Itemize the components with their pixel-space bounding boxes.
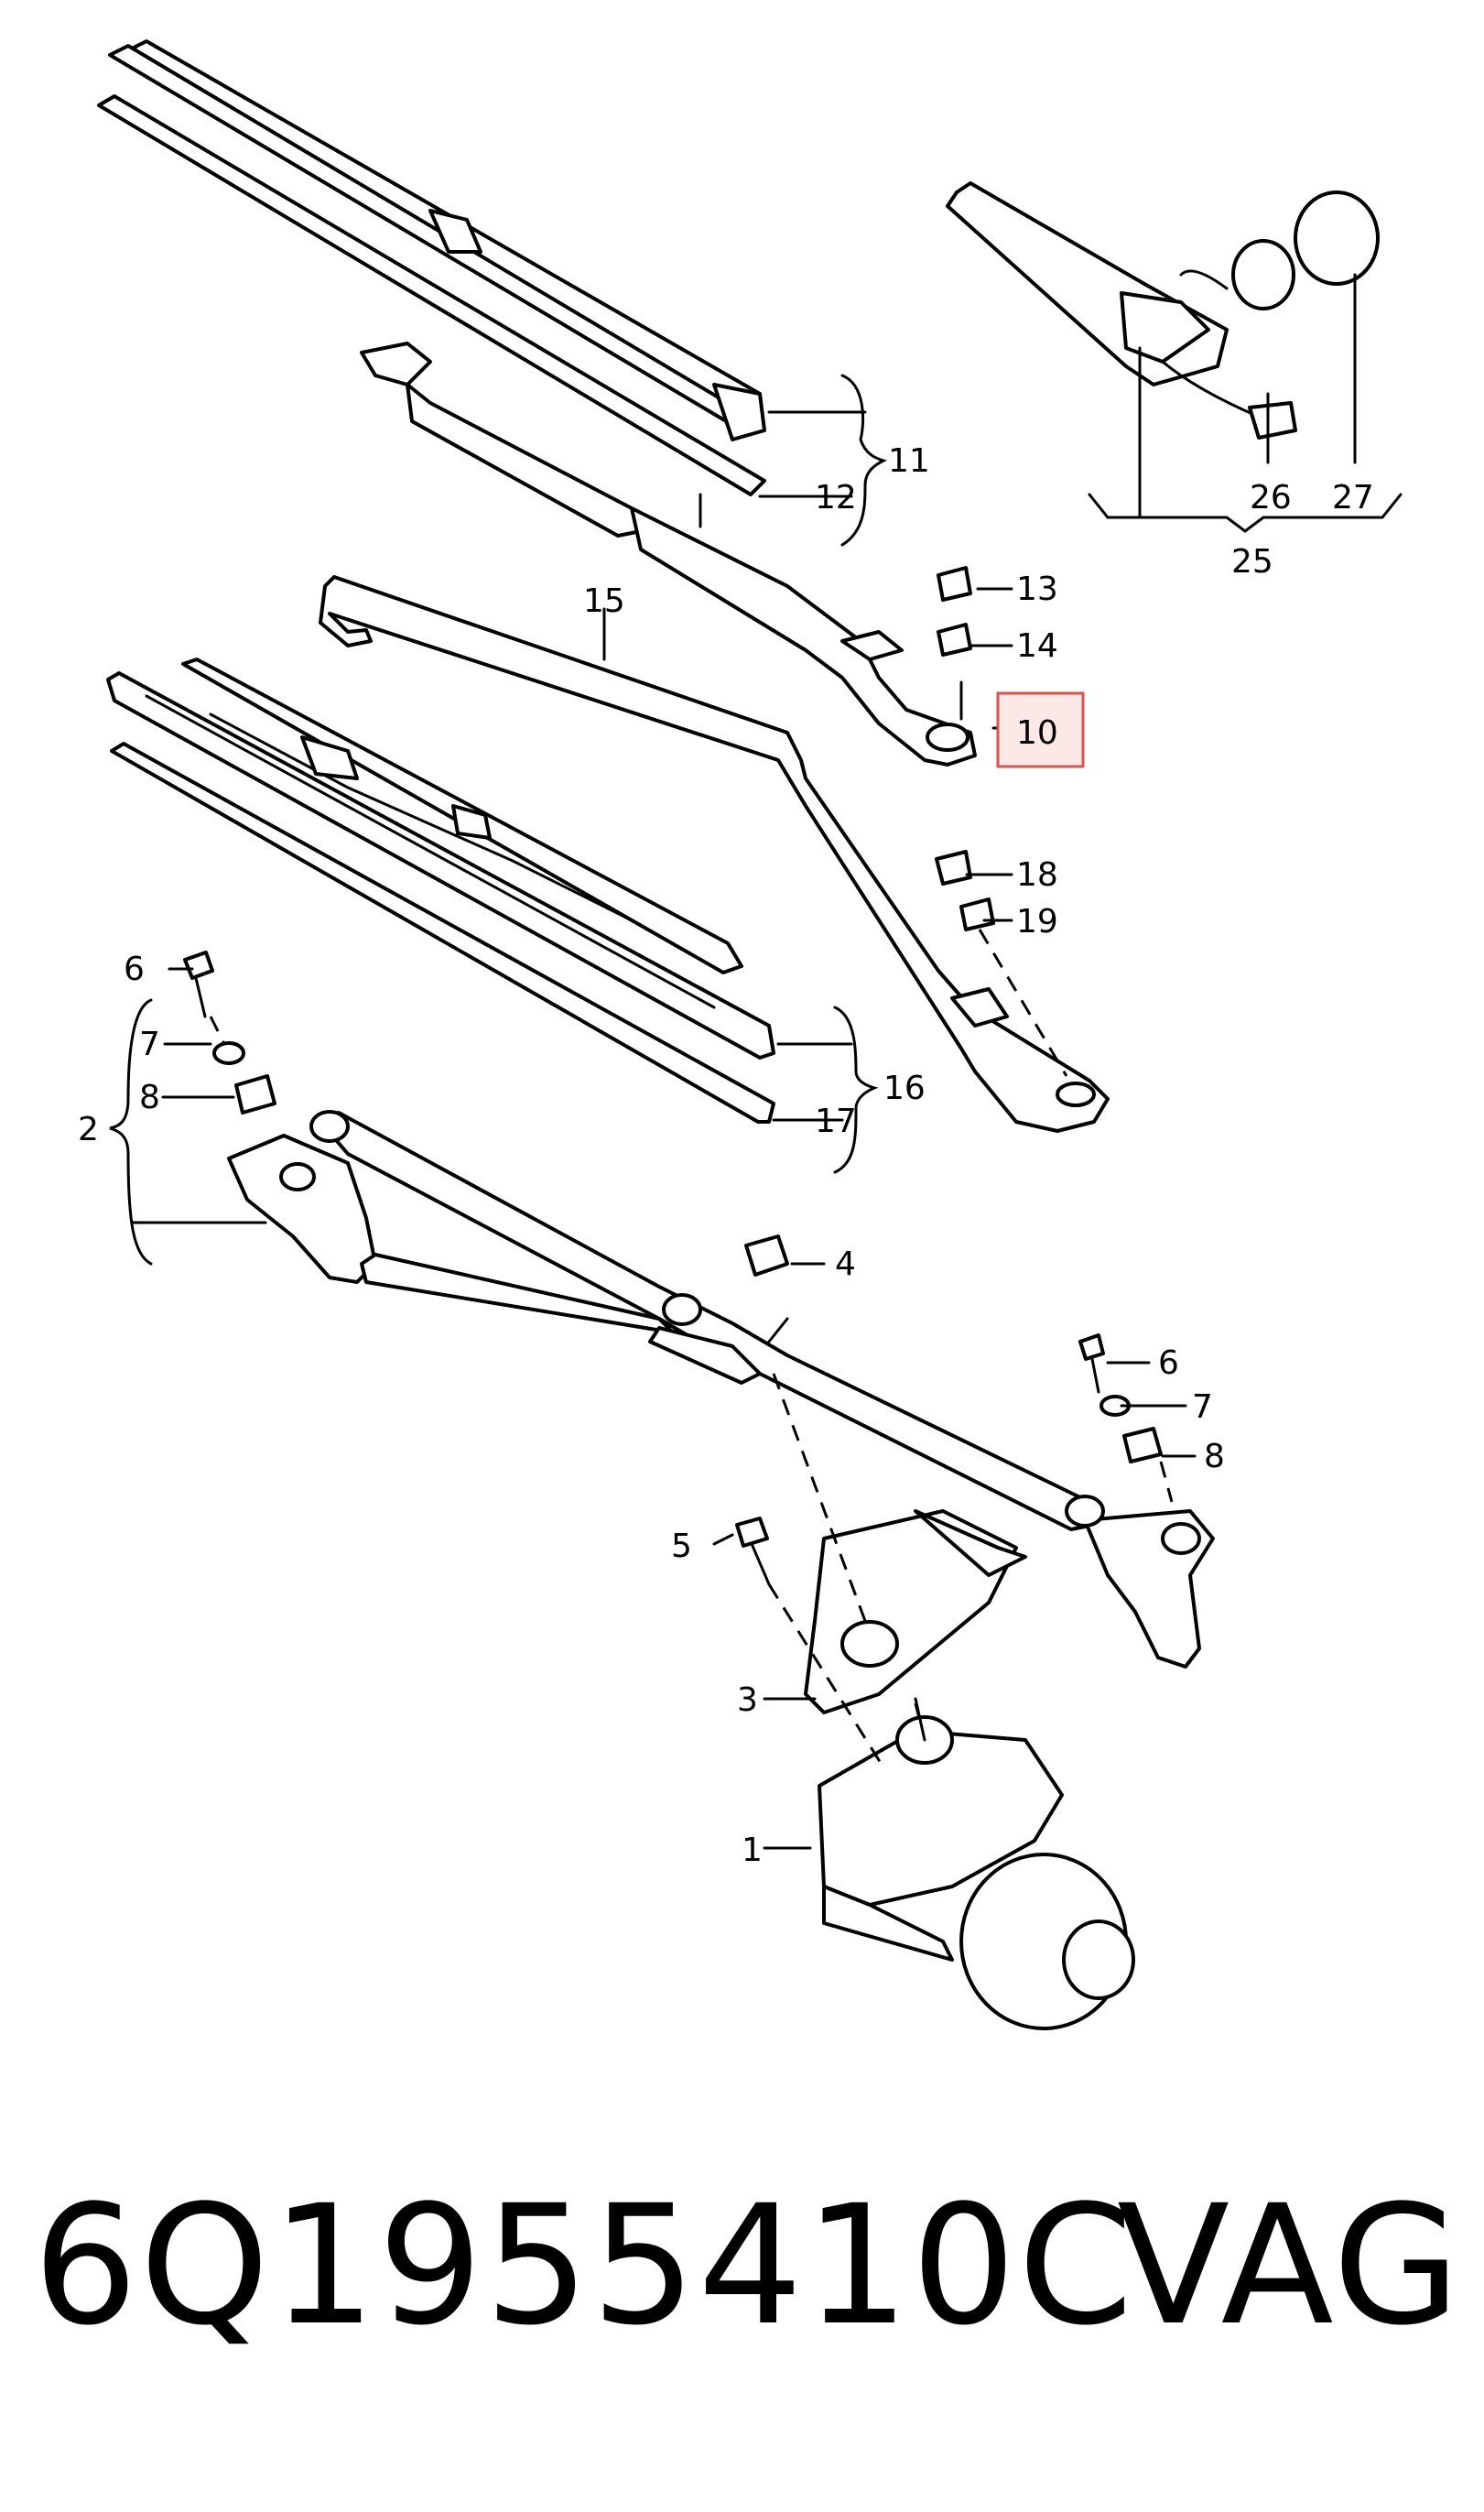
highlight-box <box>996 691 1085 768</box>
callout-25: 25 <box>1231 543 1273 581</box>
wiper-motor <box>818 1697 1135 2030</box>
callout-2: 2 <box>78 1111 99 1148</box>
callout-labels: 1 2 3 4 5 6 7 8 6 7 8 10 11 12 13 14 15 … <box>78 442 1374 1869</box>
part-number-caption: 6Q1955410C <box>33 2170 1135 2362</box>
cap-nut-13-14 <box>937 566 972 657</box>
callout-7-left: 7 <box>139 1026 160 1063</box>
callout-6-left: 6 <box>124 951 145 988</box>
callout-13: 13 <box>1016 571 1058 608</box>
hardware-right <box>1078 1333 1163 1463</box>
callout-7-right: 7 <box>1192 1388 1213 1426</box>
callout-16: 16 <box>883 1070 926 1107</box>
callout-17: 17 <box>815 1103 857 1140</box>
callout-8-right: 8 <box>1204 1438 1225 1475</box>
wiper-exploded-diagram: 1 2 3 4 5 6 7 8 6 7 8 10 11 12 13 14 15 … <box>78 39 1403 2030</box>
callout-14: 14 <box>1016 627 1058 665</box>
callout-4: 4 <box>835 1245 856 1283</box>
brand-caption: VAG <box>1117 2170 1463 2362</box>
leader-lines <box>109 273 1403 1850</box>
callout-18: 18 <box>1016 856 1058 894</box>
callout-10: 10 <box>1016 714 1058 752</box>
callout-15: 15 <box>583 582 625 620</box>
wiper-linkage-frame <box>227 1110 1215 1669</box>
motor-bracket <box>804 1509 1027 1714</box>
screw-item-5 <box>735 1517 771 1586</box>
nut-item-4 <box>744 1234 789 1277</box>
callout-27: 27 <box>1332 479 1374 517</box>
wiper-blade-lower <box>106 658 775 1124</box>
callout-19: 19 <box>1016 903 1058 941</box>
callout-3: 3 <box>737 1681 758 1719</box>
washer-jet-assembly <box>946 181 1380 440</box>
callout-5: 5 <box>671 1528 692 1565</box>
wiper-arm-passenger <box>319 575 1110 1133</box>
callout-8-left: 8 <box>139 1079 160 1116</box>
callout-1: 1 <box>742 1832 763 1869</box>
wiper-blade-upper <box>97 39 766 496</box>
cap-nut-18-19 <box>935 850 995 931</box>
callout-11: 11 <box>888 442 930 480</box>
callout-6-right: 6 <box>1158 1344 1179 1382</box>
callout-26: 26 <box>1250 479 1292 517</box>
assembly-dash-lines <box>209 929 1174 1768</box>
wiper-arm-driver <box>360 342 977 767</box>
hardware-left <box>183 951 276 1115</box>
callout-12: 12 <box>815 479 857 517</box>
